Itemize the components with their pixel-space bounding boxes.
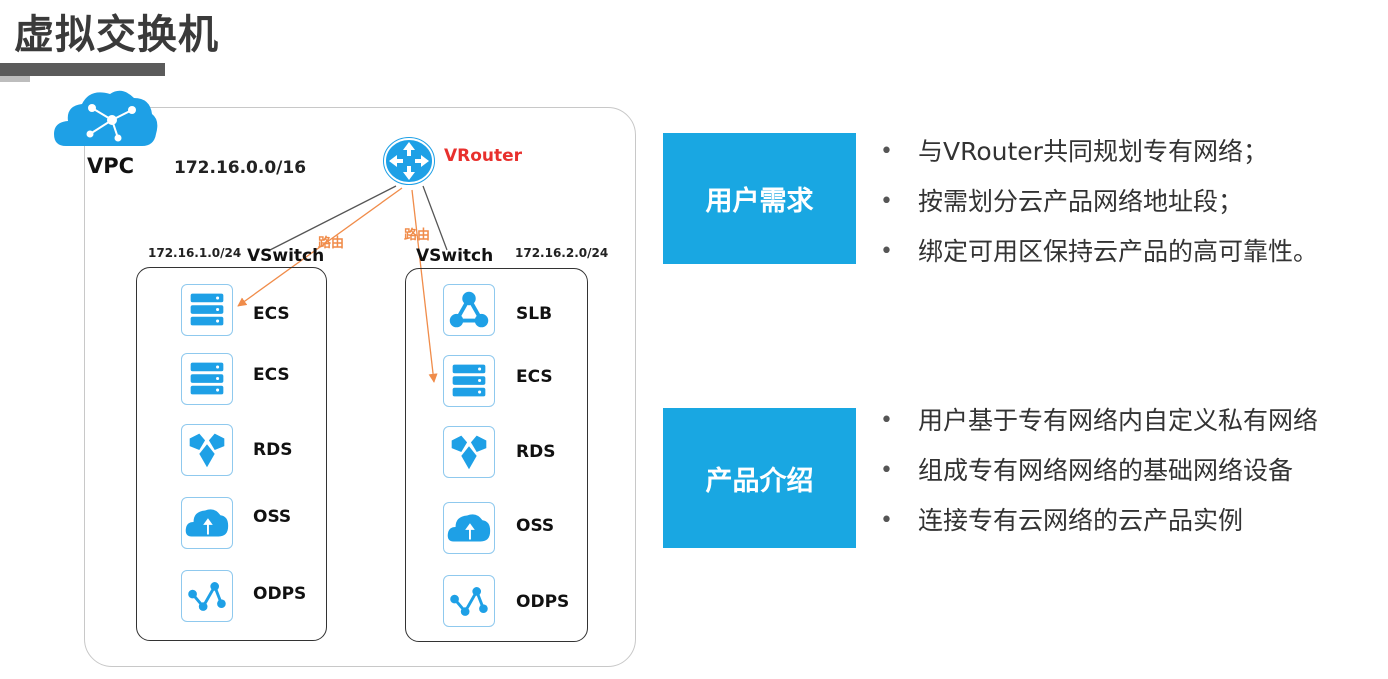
list-item: • 按需划分云产品网络地址段；: [880, 182, 1318, 232]
server-icon: [443, 355, 495, 407]
route-arrow-to-subnet2: [411, 189, 438, 383]
product-name: ECS: [253, 304, 290, 324]
vswitch-subnet-1: [136, 267, 327, 641]
product-name: ECS: [253, 365, 290, 385]
list-item-text: 用户基于专有网络内自定义私有网络: [918, 406, 1319, 435]
bullet-dot-icon: •: [880, 139, 893, 164]
product-name: SLB: [516, 304, 553, 324]
vswitch-subnet-2: [405, 268, 588, 642]
product-name: RDS: [253, 440, 293, 460]
bullet-dot-icon: •: [880, 408, 893, 433]
product-name: ODPS: [516, 592, 570, 612]
route-arrow-to-subnet1: [237, 187, 403, 307]
list-item: • 绑定可用区保持云产品的高可靠性。: [880, 232, 1318, 282]
storage-cloud-icon: [181, 497, 233, 549]
list-item: • 用户基于专有网络内自定义私有网络: [880, 401, 1318, 451]
product-name: OSS: [253, 507, 292, 527]
subnet-cidr: 172.16.2.0/24: [515, 246, 609, 260]
vswitch-label: VSwitch: [416, 246, 494, 266]
vrouter-label: VRouter: [444, 146, 523, 166]
route-label: 路由: [404, 228, 431, 243]
odps-graph-icon: [181, 570, 233, 622]
subnet-cidr: 172.16.1.0/24: [148, 246, 242, 260]
vpc-cidr: 172.16.0.0/16: [174, 158, 307, 178]
link-router-vswitch1: [267, 185, 397, 252]
link-router-vswitch2: [422, 185, 448, 251]
database-icon: [443, 426, 495, 478]
router-icon: [381, 135, 437, 187]
bullet-dot-icon: •: [880, 239, 893, 264]
product-name: ECS: [516, 367, 553, 387]
title-underline-accent: [0, 76, 30, 82]
section-heading-product-intro: 产品介绍: [663, 408, 856, 548]
route-label: 路由: [318, 236, 345, 251]
list-item-text: 绑定可用区保持云产品的高可靠性。: [918, 237, 1319, 266]
list-item: • 连接专有云网络的云产品实例: [880, 501, 1318, 551]
list-item: • 与VRouter共同规划专有网络；: [880, 132, 1318, 182]
list-item: • 组成专有网络网络的基础网络设备: [880, 451, 1318, 501]
vpc-label: VPC: [87, 154, 135, 178]
list-item-text: 与VRouter共同规划专有网络；: [918, 137, 1268, 166]
section-heading-user-needs: 用户需求: [663, 133, 856, 264]
product-name: RDS: [516, 442, 556, 462]
load-balancer-icon: [443, 284, 495, 336]
title-underline: [0, 63, 165, 76]
bullet-dot-icon: •: [880, 189, 893, 214]
vswitch-label: VSwitch: [247, 246, 325, 266]
odps-graph-icon: [443, 575, 495, 627]
bullet-dot-icon: •: [880, 508, 893, 533]
storage-cloud-icon: [443, 502, 495, 554]
list-item-text: 按需划分云产品网络地址段；: [918, 187, 1244, 216]
product-name: ODPS: [253, 584, 307, 604]
list-item-text: 连接专有云网络的云产品实例: [918, 506, 1244, 535]
database-icon: [181, 424, 233, 476]
bullet-dot-icon: •: [880, 458, 893, 483]
page-title: 虚拟交换机: [14, 12, 219, 58]
list-item-text: 组成专有网络网络的基础网络设备: [918, 456, 1294, 485]
server-icon: [181, 284, 233, 336]
product-name: OSS: [516, 516, 555, 536]
server-icon: [181, 353, 233, 405]
user-needs-list: • 与VRouter共同规划专有网络； • 按需划分云产品网络地址段； • 绑定可用区…: [880, 132, 1318, 282]
cloud-icon: [54, 90, 158, 146]
vpc-container: [84, 107, 636, 667]
product-intro-list: • 用户基于专有网络内自定义私有网络 • 组成专有网络网络的基础网络设备 • 连接专有…: [880, 401, 1318, 551]
